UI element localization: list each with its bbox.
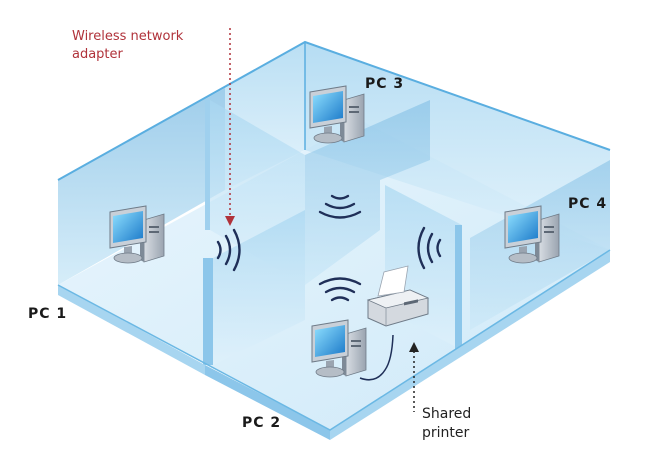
adapter-label-line1: Wireless network xyxy=(72,29,184,44)
adapter-label-line2: adapter xyxy=(72,47,124,62)
pc2-label: PC 2 xyxy=(242,415,281,431)
pc1-label: PC 1 xyxy=(28,306,67,322)
pc4-label: PC 4 xyxy=(568,196,607,212)
printer-icon xyxy=(366,265,430,327)
printer-label-line1: Shared xyxy=(422,406,471,422)
pc3-label: PC 3 xyxy=(365,76,404,92)
front-walls xyxy=(57,249,611,440)
adapter-callout: Wireless network adapter xyxy=(72,28,235,226)
printer-cable xyxy=(359,334,394,381)
printer-callout: Shared printer xyxy=(409,342,471,441)
printer-label-line2: printer xyxy=(422,425,470,441)
